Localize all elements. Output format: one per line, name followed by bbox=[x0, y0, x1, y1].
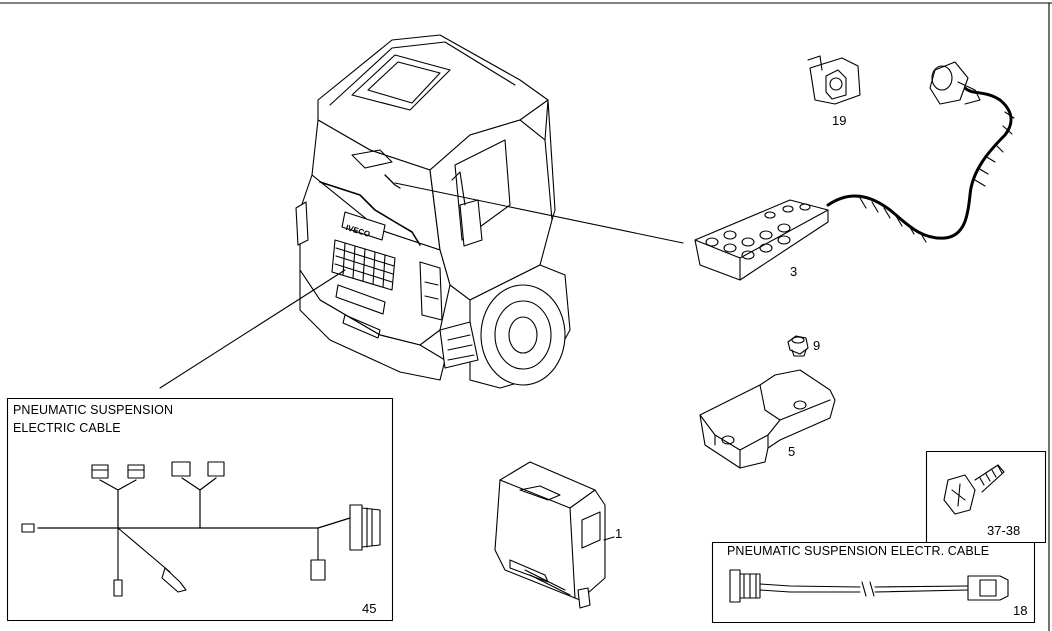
left-box-title-line2: ELECTRIC CABLE bbox=[13, 421, 121, 435]
callout-37-38: 37-38 bbox=[987, 523, 1021, 538]
callout-1: 1 bbox=[615, 526, 623, 541]
callout-19: 19 bbox=[832, 113, 847, 128]
callout-5: 5 bbox=[788, 444, 796, 459]
callout-3: 3 bbox=[790, 264, 798, 279]
left-box-title-line1: PNEUMATIC SUSPENSION bbox=[13, 403, 174, 417]
callout-45: 45 bbox=[362, 601, 377, 616]
part-37-38-screw bbox=[943, 464, 1005, 515]
part-9-nut bbox=[787, 335, 809, 357]
part-19-clip bbox=[807, 55, 861, 105]
electric-cable-schematic bbox=[21, 461, 381, 597]
part-1-control-unit bbox=[494, 461, 615, 609]
callout-18: 18 bbox=[1013, 603, 1028, 618]
leader-to-part-3 bbox=[394, 182, 684, 244]
part-18-cable bbox=[729, 569, 1009, 603]
truck-cab-illustration bbox=[295, 34, 571, 389]
part-3-remote-control bbox=[694, 61, 1015, 281]
bottom-right-box-title: PNEUMATIC SUSPENSION ELECTR. CABLE bbox=[727, 544, 990, 558]
leader-to-box-45 bbox=[159, 269, 346, 389]
callout-9: 9 bbox=[813, 338, 821, 353]
part-5-bracket bbox=[699, 369, 836, 469]
